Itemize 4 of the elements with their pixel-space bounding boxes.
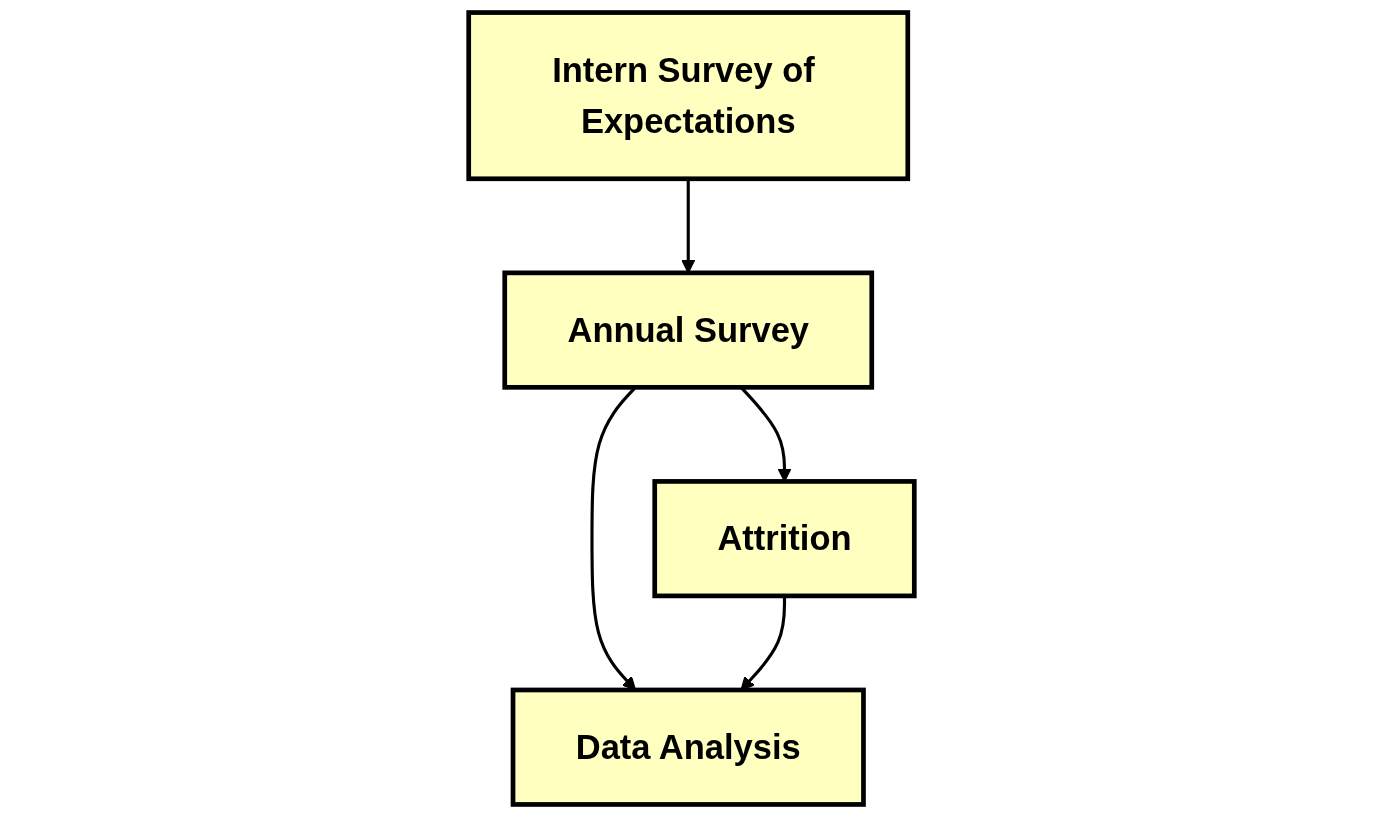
node-box: Intern Survey of Expectations [466, 10, 911, 182]
node-box: Annual Survey [502, 270, 875, 390]
node-box: Attrition [652, 479, 917, 599]
node-box: Data Analysis [510, 687, 866, 807]
